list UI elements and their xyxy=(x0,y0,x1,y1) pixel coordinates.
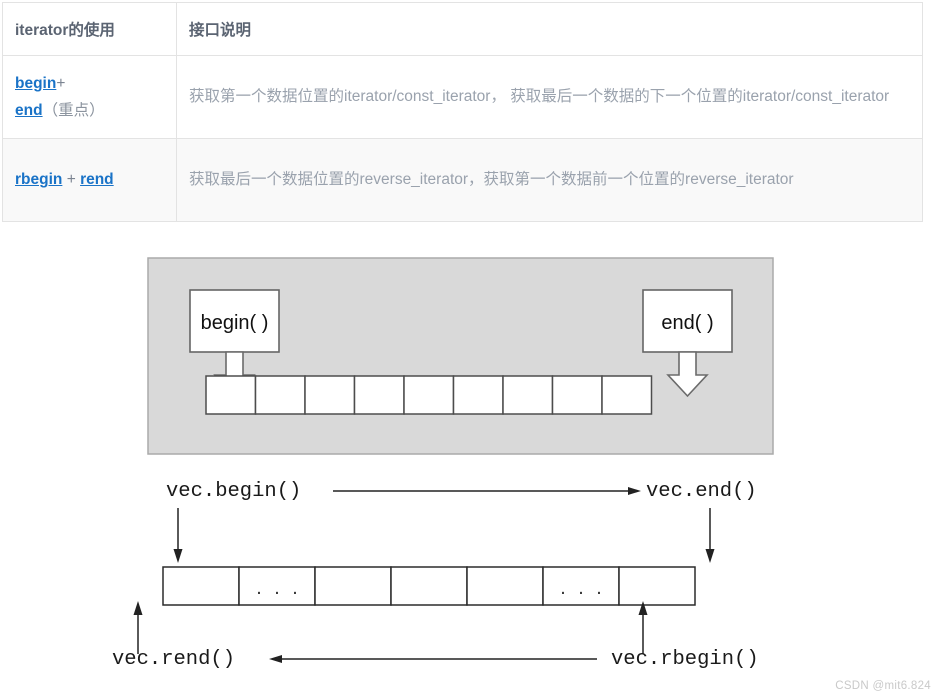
link-rend[interactable]: rend xyxy=(80,171,114,189)
vec-begin-label: vec.begin() xyxy=(166,480,301,503)
ellipsis-right: · · · xyxy=(558,585,603,602)
cell-description: 获取第一个数据位置的iterator/const_iterator， 获取最后一… xyxy=(176,55,923,139)
vec-end-label: vec.end() xyxy=(646,480,757,503)
rbegin-up-arrowhead-icon xyxy=(638,601,648,615)
cell-description: 获取最后一个数据位置的reverse_iterator，获取第一个数据前一个位置… xyxy=(176,138,923,222)
iterator-diagram: begin( ) end( ) xyxy=(0,236,941,700)
array-cell xyxy=(353,375,405,415)
table-row: rbegin + rend 获取最后一个数据位置的reverse_iterato… xyxy=(2,138,923,222)
cell-iterator-names: rbegin + rend xyxy=(2,138,177,222)
end-down-arrowhead-icon xyxy=(705,549,715,563)
top-array xyxy=(205,375,653,415)
array-cell xyxy=(254,375,306,415)
link-end[interactable]: end xyxy=(15,102,43,119)
array-cell xyxy=(205,375,257,415)
link-rbegin[interactable]: rbegin xyxy=(15,171,63,189)
table-row: begin+ end（重点） 获取第一个数据位置的iterator/const_… xyxy=(2,55,923,139)
array-cell xyxy=(466,566,544,606)
ellipsis-left: · · · xyxy=(254,585,299,602)
end-box-label: end( ) xyxy=(661,312,713,334)
link-begin[interactable]: begin xyxy=(15,74,57,92)
column-header-usage: iterator的使用 xyxy=(2,2,177,56)
bottom-array: · · · · · · xyxy=(162,566,696,606)
column-header-description: 接口说明 xyxy=(176,2,923,56)
array-cell xyxy=(304,375,356,415)
vec-rbegin-label: vec.rbegin() xyxy=(611,648,759,671)
table-header-row: iterator的使用 接口说明 xyxy=(2,2,923,56)
top-panel-group: begin( ) end( ) xyxy=(147,257,774,455)
end-box xyxy=(642,289,733,353)
array-cell xyxy=(162,566,240,606)
begin-to-end-arrowhead-icon xyxy=(628,487,641,495)
note-emphasis: （重点） xyxy=(42,102,105,119)
array-cell xyxy=(403,375,455,415)
begin-down-arrowhead-icon xyxy=(173,549,183,563)
array-cell xyxy=(390,566,468,606)
cell-iterator-names: begin+ end（重点） xyxy=(2,55,177,139)
end-block-arrow-icon xyxy=(666,351,709,398)
watermark: CSDN @mit6.824 xyxy=(835,680,931,692)
rend-up-arrowhead-icon xyxy=(133,601,143,615)
array-cell xyxy=(502,375,554,415)
bottom-panel-group: vec.begin() vec.end() · · · · · · xyxy=(112,480,759,671)
begin-box-label: begin( ) xyxy=(201,312,269,334)
array-cell xyxy=(314,566,392,606)
begin-box xyxy=(189,289,280,353)
vec-rend-label: vec.rend() xyxy=(112,648,235,671)
array-cell xyxy=(551,375,603,415)
array-cell xyxy=(601,375,653,415)
separator-plus: + xyxy=(56,74,66,92)
array-cell xyxy=(618,566,696,606)
rbegin-to-rend-arrowhead-icon xyxy=(269,655,282,663)
iterator-api-table: iterator的使用 接口说明 begin+ end（重点） 获取第一个数据位… xyxy=(2,2,923,222)
array-cell-ellipsis xyxy=(542,566,620,606)
array-cell-ellipsis xyxy=(238,566,316,606)
separator-plus: + xyxy=(66,171,76,189)
array-cell xyxy=(452,375,504,415)
